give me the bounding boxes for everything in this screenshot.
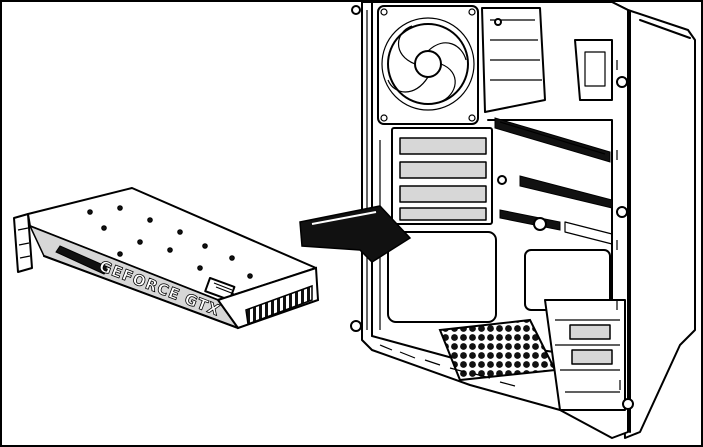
insert-arrow — [299, 205, 412, 263]
pcie-slots — [494, 117, 613, 245]
cpu-cooler — [481, 7, 613, 113]
case-top-edge — [639, 19, 691, 39]
motherboard-tray — [487, 119, 613, 341]
graphics-card: GEFORCE GTX — [13, 187, 320, 330]
card-end-vent — [216, 266, 320, 330]
lower-chassis — [371, 231, 626, 411]
card-bottom-edge — [43, 255, 239, 329]
case-front-panel — [611, 1, 696, 439]
expansion-slot-covers — [391, 127, 493, 301]
card-power-connectors — [204, 276, 236, 302]
backplate-screws — [87, 205, 253, 279]
pc-case — [350, 1, 696, 439]
rear-fan — [377, 5, 479, 125]
case-screws — [350, 5, 634, 410]
